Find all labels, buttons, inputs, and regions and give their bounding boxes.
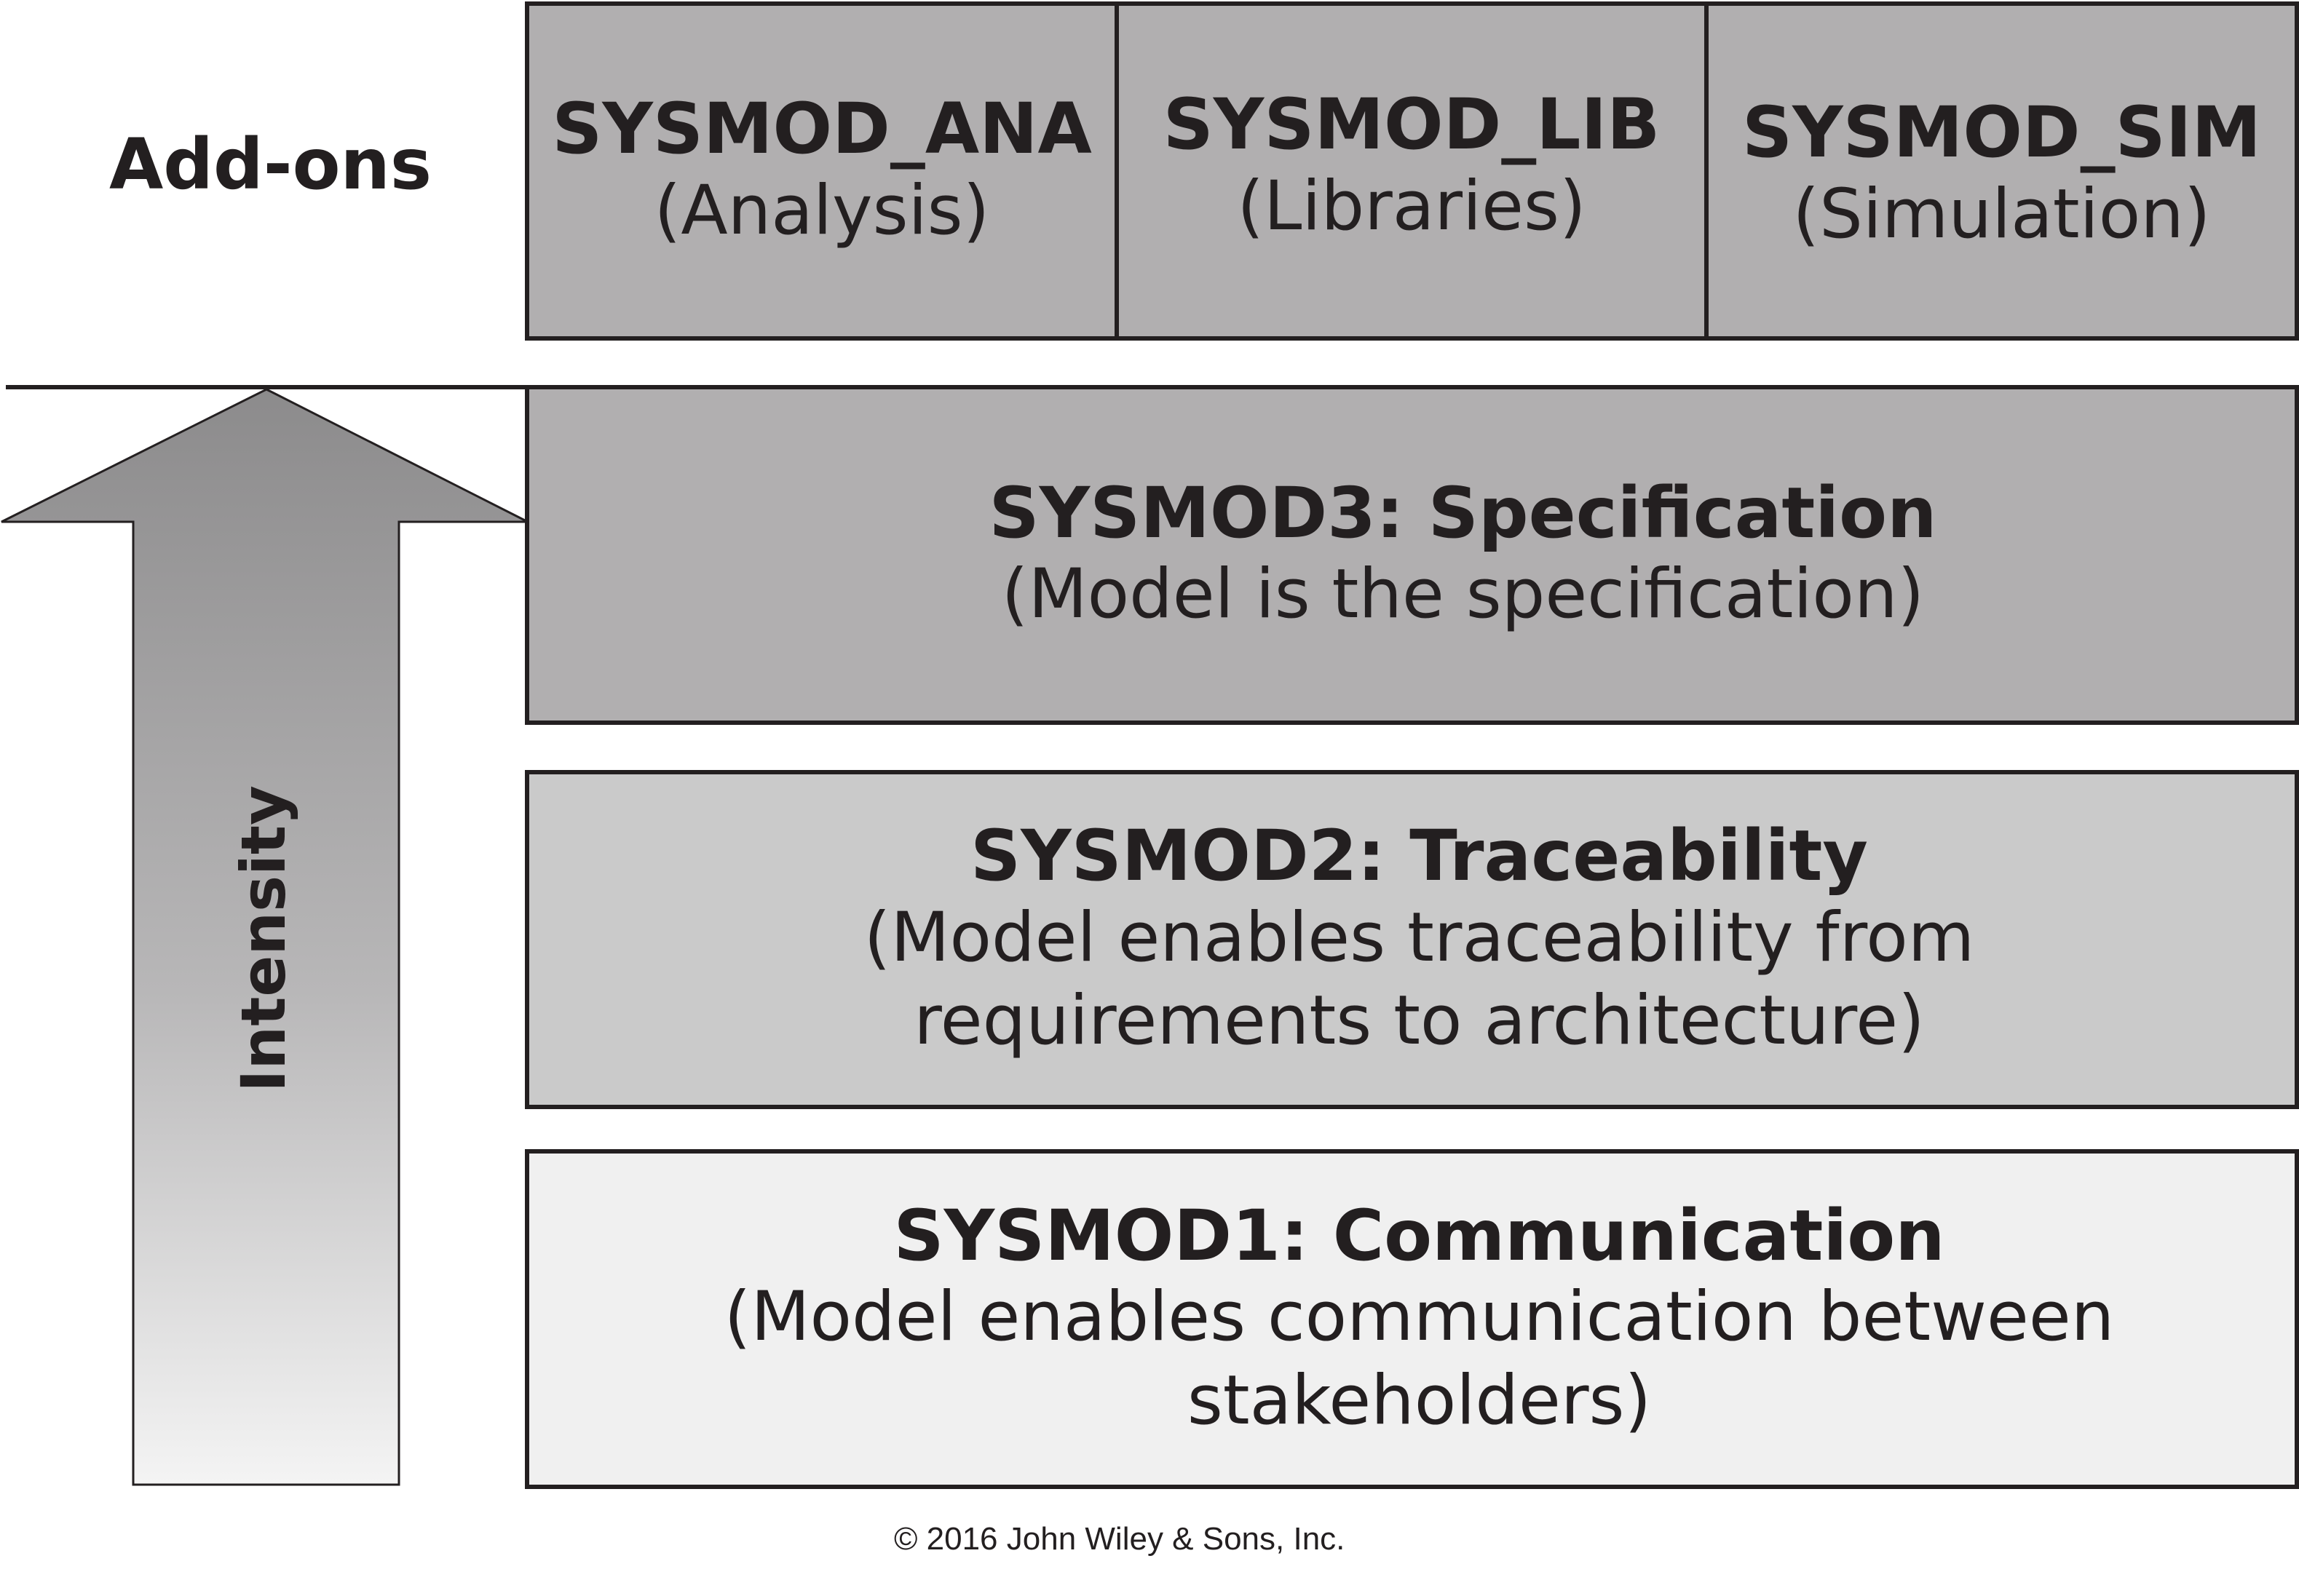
addon-box-simulation: SYSMOD_SIM (Simulation) — [1704, 1, 2299, 341]
intensity-arrow — [1, 388, 529, 1486]
addon-box-analysis: SYSMOD_ANA (Analysis) — [525, 1, 1119, 341]
level-box-specification: SYSMOD3: Specification (Model is the spe… — [525, 385, 2299, 725]
level-title: SYSMOD1: Communication — [893, 1194, 1945, 1277]
addons-label: Add-ons — [109, 124, 432, 205]
level-description: (Model is the specification) — [1001, 555, 1925, 635]
level-title: SYSMOD3: Specification — [989, 472, 1937, 554]
addon-description: (Libraries) — [1237, 166, 1586, 246]
copyright-notice: © 2016 John Wiley & Sons, Inc. — [894, 1521, 1345, 1557]
level-description: (Model enables communication between sta… — [724, 1277, 2115, 1440]
addon-description: (Analysis) — [654, 170, 990, 250]
level-description: (Model enables traceability from require… — [863, 897, 1975, 1061]
level-title: SYSMOD2: Traceability — [970, 815, 1868, 897]
addon-description: (Simulation) — [1792, 174, 2211, 254]
level-box-traceability: SYSMOD2: Traceability (Model enables tra… — [525, 770, 2299, 1109]
level-box-communication: SYSMOD1: Communication (Model enables co… — [525, 1149, 2299, 1489]
addon-title: SYSMOD_SIM — [1741, 92, 2261, 174]
addon-title: SYSMOD_LIB — [1163, 84, 1661, 166]
addon-box-libraries: SYSMOD_LIB (Libraries) — [1115, 1, 1709, 341]
addon-title: SYSMOD_ANA — [552, 88, 1092, 170]
intensity-label: Intensity — [228, 785, 299, 1092]
